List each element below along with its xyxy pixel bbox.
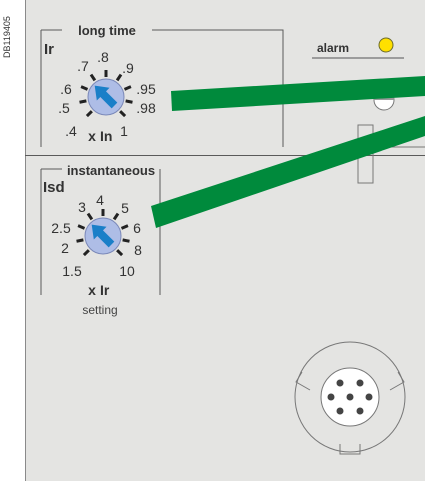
instantaneous-scale-2-5: 2.5: [51, 220, 71, 236]
dial-tick: [123, 85, 132, 91]
dial-tick: [115, 73, 123, 82]
dial-tick: [82, 249, 90, 257]
long-time-scale-6: .6: [60, 81, 72, 97]
long-time-scale-7: .7: [77, 58, 89, 74]
instantaneous-dial[interactable]: 3 4 5 2.5 6 2 8 1.5 10 x Ir: [51, 192, 142, 298]
long-time-knob-arrow: [94, 85, 118, 109]
pointer-bar-long-time: [171, 76, 425, 111]
setting-label: setting: [82, 303, 117, 317]
instantaneous-scale-6: 6: [133, 220, 141, 236]
long-time-scale-8: .8: [97, 49, 109, 65]
instantaneous-scale-4: 4: [96, 192, 104, 208]
instantaneous-scale-5: 5: [121, 200, 129, 216]
long-time-dial[interactable]: .7 .8 .9 .6 .95 .5 .98 .4 1 x In: [58, 49, 156, 144]
dial-tick: [79, 99, 87, 104]
instantaneous-unit-x: x: [88, 282, 96, 298]
dial-tick: [120, 224, 129, 230]
instantaneous-title: instantaneous: [67, 163, 155, 178]
instantaneous-section: instantaneous Isd setting: [40, 163, 161, 317]
long-time-unit: In: [100, 128, 112, 144]
alarm-led-icon: [378, 37, 394, 53]
instantaneous-param-label: Isd: [43, 179, 65, 196]
dial-tick: [116, 249, 124, 257]
long-time-scale-98: .98: [136, 100, 156, 116]
tick-dial-icon: [76, 209, 130, 257]
instantaneous-scale-8: 8: [134, 242, 142, 258]
dial-tick: [122, 238, 130, 243]
dial-tick: [76, 238, 84, 243]
long-time-frame: [40, 29, 284, 147]
long-time-param-label: Ir: [44, 41, 54, 58]
long-time-scale-95: .95: [136, 81, 156, 97]
alarm-label: alarm: [317, 41, 349, 55]
long-time-unit-x: x: [88, 128, 96, 144]
dial-tick: [119, 110, 127, 118]
instantaneous-knob-arrow: [91, 224, 115, 248]
long-time-title: long time: [78, 23, 136, 38]
instantaneous-scale-2: 2: [61, 240, 69, 256]
dial-tick: [85, 110, 93, 118]
dial-tick: [86, 212, 94, 221]
alarm-indicator: alarm: [312, 37, 404, 59]
instantaneous-scale-3: 3: [78, 199, 86, 215]
long-time-scale-1: 1: [120, 123, 128, 139]
test-connector-icon[interactable]: [294, 341, 406, 455]
pointer-bar-instantaneous: [151, 116, 425, 228]
dial-tick: [89, 73, 97, 82]
tick-dial-icon: [79, 70, 133, 118]
dial-tick: [80, 85, 89, 91]
instantaneous-unit: Ir: [100, 282, 110, 298]
dial-tick: [112, 212, 120, 221]
long-time-scale-9: .9: [122, 60, 134, 76]
instantaneous-scale-10: 10: [119, 263, 135, 279]
dial-tick: [77, 224, 86, 230]
long-time-scale-5: .5: [58, 100, 70, 116]
long-time-scale-4: .4: [65, 123, 77, 139]
instantaneous-frame: [40, 168, 161, 295]
instantaneous-scale-1-5: 1.5: [62, 263, 82, 279]
long-time-section: long time Ir: [40, 23, 284, 147]
dial-tick: [125, 99, 133, 104]
